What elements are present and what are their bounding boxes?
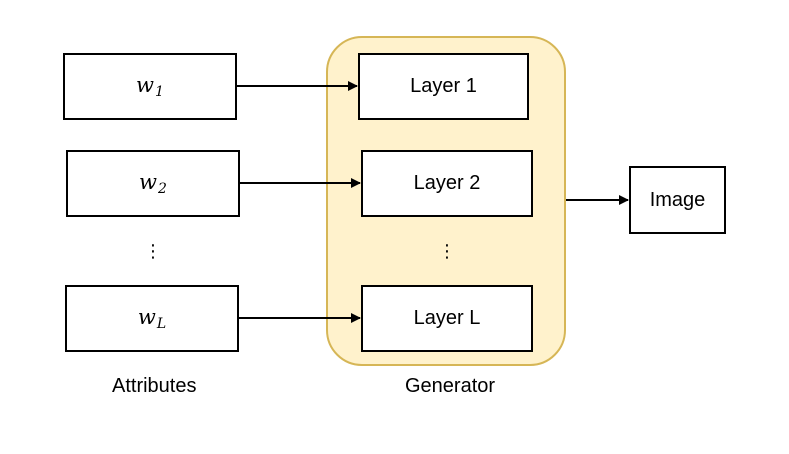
layer-box-2: Layer 2 (361, 150, 533, 217)
attribute-ellipsis: ⋮ (144, 241, 162, 262)
layer-ellipsis: ⋮ (438, 241, 456, 262)
layer-box-1: Layer 1 (358, 53, 529, 120)
layer-label-1: Layer 1 (410, 75, 477, 97)
attribute-box-w2: w2 (66, 150, 240, 217)
attributes-caption: Attributes (112, 375, 197, 397)
generator-caption: Generator (405, 375, 496, 397)
layer-box-L: Layer L (361, 285, 533, 352)
attribute-label-w1: w1 (136, 73, 164, 100)
attribute-label-w2: w2 (139, 170, 167, 197)
layer-label-2: Layer 2 (413, 172, 481, 194)
attribute-box-wL: wL (65, 285, 239, 352)
image-output-box: Image (629, 166, 726, 234)
layer-label-L: Layer L (413, 307, 481, 329)
image-output-label: Image (649, 188, 706, 211)
attribute-label-wL: wL (137, 305, 167, 332)
attribute-box-w1: w1 (63, 53, 237, 120)
